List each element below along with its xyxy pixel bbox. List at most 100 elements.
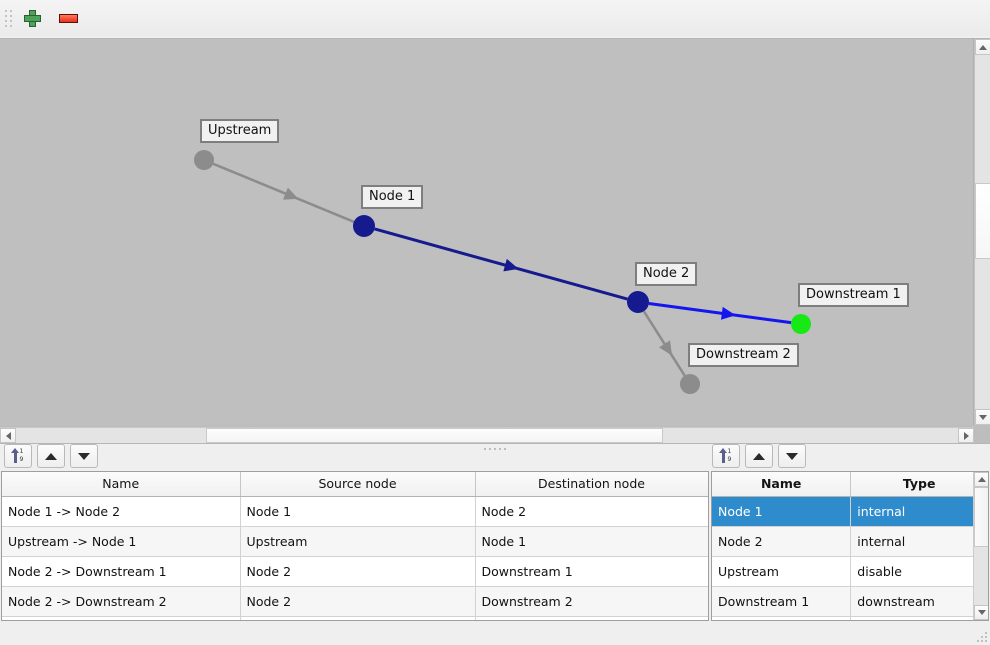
graph-node-upstream[interactable] (194, 150, 214, 170)
table-cell[interactable]: Node 2 (240, 586, 476, 617)
column-header[interactable]: Destination node (475, 472, 708, 497)
status-bar (0, 622, 990, 645)
node-label-upstream[interactable]: Upstream (200, 119, 280, 143)
toolbar-drag-handle[interactable] (3, 7, 13, 29)
table-cell[interactable]: Node 1 -> Node 2 (2, 496, 241, 527)
scroll-left-button[interactable] (0, 428, 16, 443)
table-cell-empty (850, 616, 988, 620)
nodes-move-up-button[interactable] (745, 444, 773, 468)
column-header[interactable]: Source node (240, 472, 476, 497)
table-cell[interactable]: Node 1 (240, 496, 476, 527)
edges-move-up-button[interactable] (37, 444, 65, 468)
panel-splitter[interactable] (0, 444, 990, 454)
table-cell[interactable]: Node 1 (475, 526, 708, 557)
graph-node-downstream2[interactable] (680, 374, 700, 394)
triangle-down-icon (78, 452, 90, 460)
chevron-down-icon (979, 414, 987, 420)
table-cell[interactable]: internal (850, 496, 988, 527)
splitter-grip[interactable] (484, 448, 506, 450)
table-cell[interactable]: Node 2 -> Downstream 2 (2, 586, 241, 617)
nodes-move-down-button[interactable] (778, 444, 806, 468)
edge-arrowhead (659, 340, 673, 356)
add-node-button[interactable] (17, 3, 47, 33)
nodes-vertical-scrollbar[interactable] (973, 472, 988, 620)
scroll-up-button[interactable] (974, 472, 988, 487)
table-cell[interactable]: Downstream 1 (712, 586, 852, 617)
edge-arrowhead (503, 258, 519, 272)
table-cell[interactable]: downstream (850, 586, 988, 617)
scroll-down-button[interactable] (975, 409, 990, 425)
graph-edge[interactable] (212, 162, 355, 223)
scroll-down-button[interactable] (974, 605, 988, 620)
node-label-downstream2[interactable]: Downstream 2 (688, 343, 799, 367)
graph-node-node1[interactable] (353, 215, 375, 237)
canvas-vertical-scrollbar[interactable] (974, 39, 990, 425)
table-cell[interactable]: Node 1 (712, 496, 852, 527)
table-cell[interactable]: internal (850, 526, 988, 557)
table-cell-empty (2, 616, 241, 620)
table-cell[interactable]: Node 2 (240, 556, 476, 587)
canvas-vscroll-thumb[interactable] (975, 183, 990, 259)
table-empty-row (2, 616, 708, 620)
graph-drawing (194, 150, 811, 394)
table-cell[interactable]: Node 2 -> Downstream 1 (2, 556, 241, 587)
table-cell[interactable]: disable (850, 556, 988, 587)
remove-node-button[interactable] (53, 3, 83, 33)
edge-arrowhead (282, 187, 299, 200)
table-cell[interactable]: Downstream 1 (475, 556, 708, 587)
table-cell-empty (475, 616, 708, 620)
column-header[interactable]: Name (2, 472, 241, 497)
table-cell-empty (240, 616, 476, 620)
node-label-node2[interactable]: Node 2 (635, 262, 698, 286)
column-header[interactable]: Name (712, 472, 852, 497)
plus-icon (23, 9, 41, 27)
canvas-hscroll-thumb[interactable] (206, 428, 663, 443)
node-label-downstream1[interactable]: Downstream 1 (798, 283, 909, 307)
main-toolbar (0, 0, 990, 36)
chevron-up-icon (977, 477, 986, 482)
edge-arrowhead (720, 306, 736, 320)
table-cell-empty (712, 616, 852, 620)
scroll-right-button[interactable] (958, 428, 974, 443)
nodes-vscroll-thumb[interactable] (974, 487, 988, 547)
graph-edge[interactable] (642, 310, 686, 377)
table-cell[interactable]: Upstream (240, 526, 476, 557)
graph-node-downstream1[interactable] (791, 314, 811, 334)
table-cell[interactable]: Upstream -> Node 1 (2, 526, 241, 557)
graph-edge[interactable] (374, 227, 628, 301)
table-cell[interactable]: Downstream 2 (475, 586, 708, 617)
table-cell[interactable]: Node 2 (475, 496, 708, 527)
resize-grip[interactable] (977, 632, 987, 642)
chevron-right-icon (963, 431, 969, 440)
table-cell[interactable]: Upstream (712, 556, 852, 587)
graph-node-node2[interactable] (627, 291, 649, 313)
column-header[interactable]: Type (850, 472, 988, 497)
triangle-down-icon (786, 452, 798, 460)
canvas-horizontal-scrollbar[interactable] (0, 427, 974, 443)
chevron-down-icon (977, 610, 986, 615)
triangle-up-icon (45, 452, 57, 460)
table-cell[interactable]: Node 2 (712, 526, 852, 557)
edges-move-down-button[interactable] (70, 444, 98, 468)
graph-edge[interactable] (648, 301, 792, 325)
node-label-node1[interactable]: Node 1 (361, 185, 424, 209)
scroll-up-button[interactable] (975, 39, 990, 55)
